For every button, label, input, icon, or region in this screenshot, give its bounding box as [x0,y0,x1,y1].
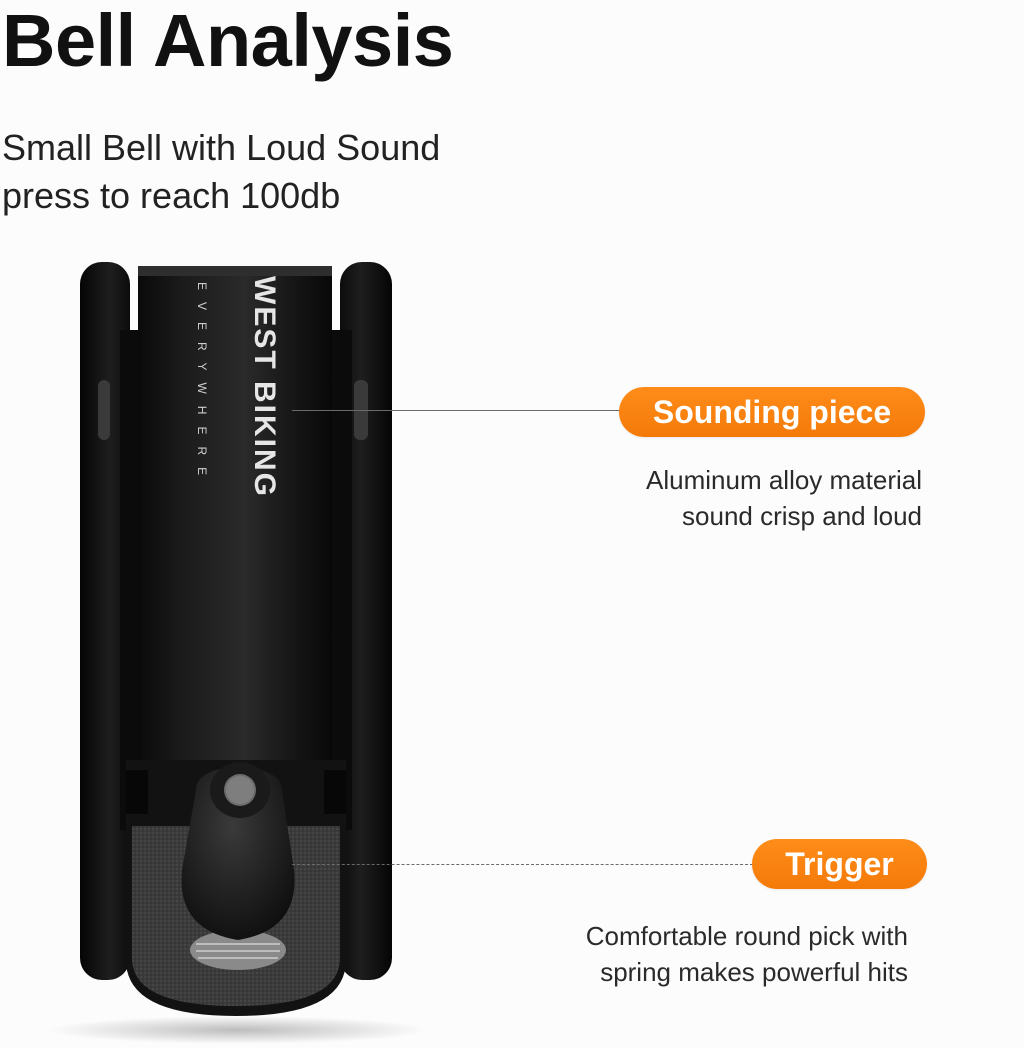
trigger-leader-line [292,864,758,865]
sounding-piece-leader-line [292,410,628,411]
trigger-desc-line-1: Comfortable round pick with [585,921,908,951]
brand-tagline-text: EVERYWHERE [195,282,209,488]
subtitle-line-1: Small Bell with Loud Sound [2,127,441,168]
page-title: Bell Analysis [2,0,454,82]
sounding-piece-desc-line-1: Aluminum alloy material [646,465,922,495]
trigger-desc-line-2: spring makes powerful hits [600,957,908,987]
sounding-piece-label: Sounding piece [619,387,925,437]
trigger-description: Comfortable round pick with spring makes… [586,918,908,990]
trigger-label: Trigger [752,839,927,889]
page-subtitle: Small Bell with Loud Sound press to reac… [2,124,440,220]
sounding-piece-description: Aluminum alloy material sound crisp and … [646,462,922,534]
sounding-piece-desc-line-2: sound crisp and loud [682,501,922,531]
subtitle-line-2: press to reach 100db [2,175,341,216]
brand-logo-text: WEST BIKING [248,276,281,498]
